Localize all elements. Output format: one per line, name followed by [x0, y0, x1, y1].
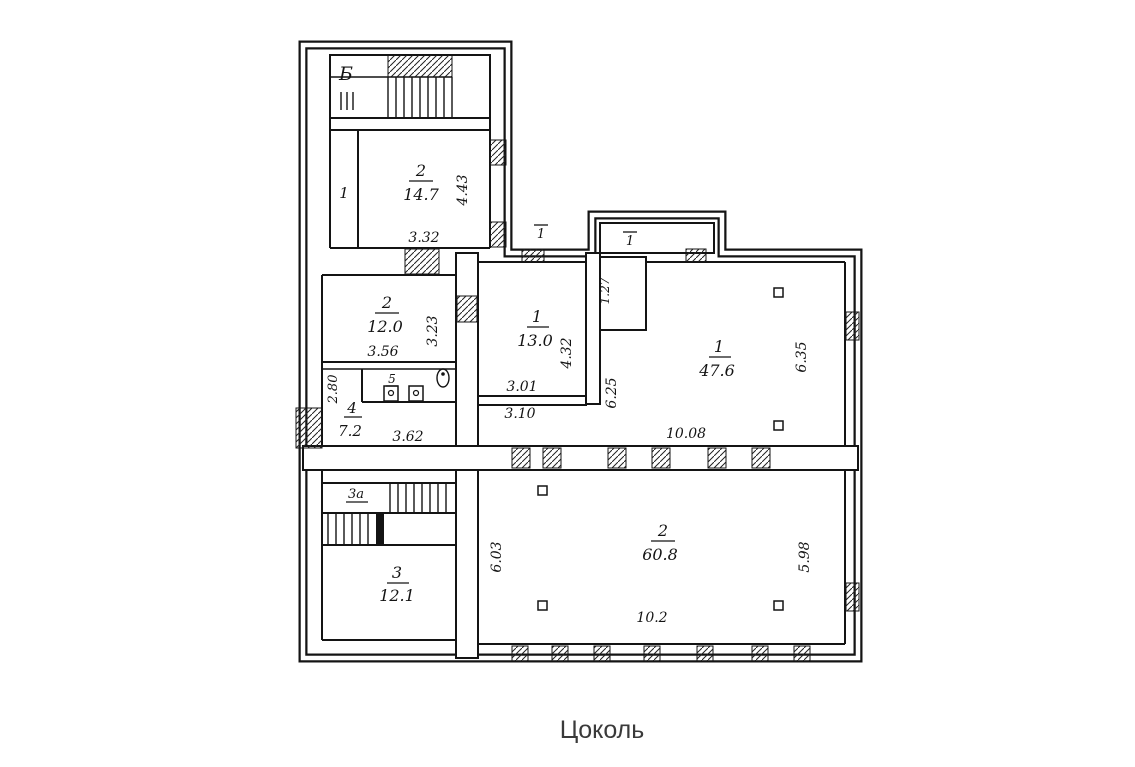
- dim-4-32: 4.32: [559, 337, 575, 369]
- toilet-icon: [408, 385, 424, 402]
- floor-caption: Цоколь: [560, 716, 645, 744]
- dim-3-32: 3.32: [408, 230, 439, 246]
- room-12-0-num: 2: [381, 293, 392, 312]
- dim-2-80: 2.80: [326, 375, 341, 405]
- room-7-2-num: 4: [346, 399, 357, 417]
- dim-3-56: 3.56: [367, 344, 398, 360]
- room-13-0-area: 13.0: [517, 331, 553, 350]
- room-14-7-num: 2: [415, 161, 426, 180]
- pier-block: [599, 256, 647, 331]
- wall-openings: [295, 139, 860, 662]
- fixtures: [383, 368, 450, 402]
- dim-10-2: 10.2: [636, 610, 667, 626]
- room-14-7-area: 14.7: [403, 185, 439, 204]
- wall-13-47: [585, 252, 601, 405]
- stairs-lower: [327, 483, 447, 545]
- room-13-0-num: 1: [532, 307, 542, 326]
- dim-10-08: 10.08: [666, 426, 706, 442]
- axis-marker-a: 1: [537, 227, 545, 242]
- corridor-label: 1: [339, 184, 349, 202]
- stairwell-letter: Б: [338, 63, 353, 85]
- room-5-num: 5: [388, 372, 396, 386]
- entry-vestibule: [599, 222, 715, 254]
- room-47-6-area: 47.6: [698, 361, 735, 380]
- dim-6-03: 6.03: [489, 541, 505, 572]
- dim-6-25: 6.25: [604, 377, 620, 408]
- stair-wall: [376, 513, 384, 545]
- wall-13-bottom: [477, 395, 587, 406]
- dim-3-62: 3.62: [392, 429, 423, 445]
- axis-marker-b: 1: [626, 234, 634, 249]
- stairs-top: [330, 54, 453, 118]
- dim-3-10: 3.10: [504, 406, 535, 422]
- sink-icon: [436, 368, 450, 388]
- room-60-8-num: 2: [657, 521, 668, 540]
- dim-6-35: 6.35: [794, 341, 810, 372]
- dim-3-23: 3.23: [425, 315, 441, 346]
- labels: Б 1 2 14.7 3.32 4.43 2 12.0 3.56 3.23 5 …: [326, 63, 813, 626]
- dim-4-43: 4.43: [455, 174, 471, 206]
- main-horizontal-wall: [302, 445, 859, 471]
- pillars: [537, 287, 784, 611]
- room-47-6-num: 1: [714, 337, 724, 356]
- outer-walls: [298, 40, 863, 663]
- room-12-1-num: 3: [392, 563, 402, 582]
- stairwell-lower-label: 3а: [348, 487, 364, 502]
- dim-5-98: 5.98: [797, 541, 813, 572]
- room-12-0-area: 12.0: [367, 317, 403, 336]
- dim-1-27: 1.27: [598, 277, 612, 304]
- dim-3-01: 3.01: [506, 379, 537, 395]
- room-60-8-area: 60.8: [642, 545, 678, 564]
- room-12-1-area: 12.1: [379, 586, 415, 605]
- room-7-2-area: 7.2: [338, 422, 362, 440]
- toilet-icon: [383, 385, 399, 402]
